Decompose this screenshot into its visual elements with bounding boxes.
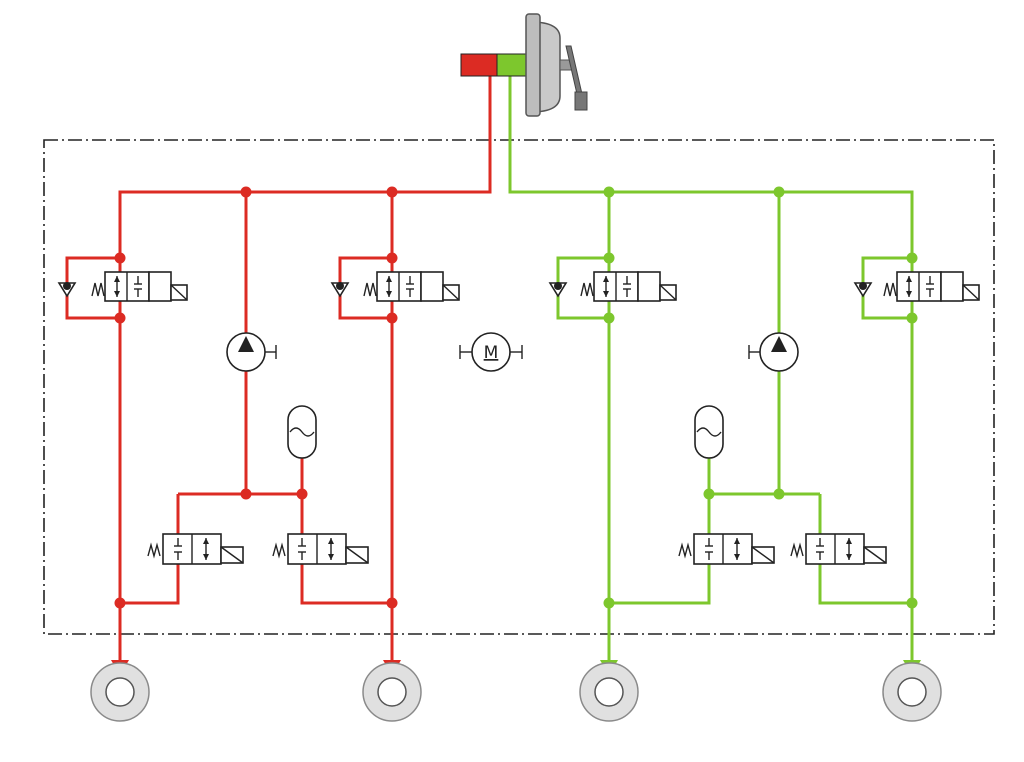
check-valve-icon — [330, 282, 350, 298]
wheel-brake-icon — [90, 660, 150, 722]
accumulator-icon — [694, 405, 724, 459]
wheel-brake-icon — [579, 660, 639, 722]
hydraulic-unit-housing — [43, 139, 995, 635]
master-cylinder-icon — [460, 53, 532, 77]
brake-booster-icon — [525, 13, 573, 117]
check-valve-icon — [548, 282, 568, 298]
inlet-valve-4 — [853, 271, 980, 302]
motor-label: M — [484, 343, 499, 363]
outlet-valve-4 — [790, 533, 887, 565]
inlet-valve-1 — [57, 271, 188, 302]
brake-pedal-icon — [565, 45, 588, 111]
outlet-valve-2 — [272, 533, 369, 565]
outlet-valve-3 — [678, 533, 775, 565]
motor-icon: M — [459, 332, 523, 372]
wheel-brake-icon — [882, 660, 942, 722]
inlet-valve-2 — [330, 271, 460, 302]
pump-icon — [748, 332, 799, 372]
circuit-2-pipes — [508, 76, 914, 660]
check-valve-icon — [853, 282, 873, 298]
accumulator-icon — [287, 405, 317, 459]
outlet-valve-1 — [147, 533, 244, 565]
inlet-valve-3 — [548, 271, 677, 302]
circuit-1-junctions — [114, 186, 398, 609]
circuit-1-pipes — [65, 76, 492, 660]
pump-icon — [226, 332, 277, 372]
check-valve-icon — [57, 282, 77, 298]
circuit-2-junctions — [603, 186, 918, 609]
wheel-brake-icon — [362, 660, 422, 722]
